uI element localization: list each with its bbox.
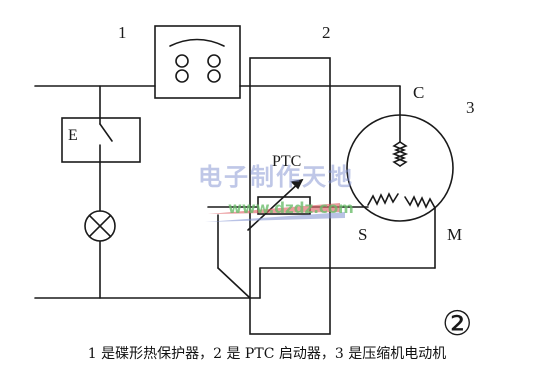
lamp-icon [84,210,116,242]
label-switch-e: E [68,127,78,144]
label-terminal-m: M [447,225,462,244]
label-component-1: 1 [118,23,127,42]
label-terminal-s: S [358,225,367,244]
switch-contact [99,123,113,142]
label-component-3: 3 [466,98,475,117]
watermark: 电子制作天地 www.dzdz.com [198,163,354,222]
label-ptc: PTC [272,153,301,170]
watermark-title: 电子制作天地 [198,163,354,191]
winding-m [404,195,436,209]
ptc-arrow [247,179,303,231]
label-terminal-c: C [413,83,424,102]
figure-caption: 1 是碟形热保护器，2 是 PTC 启动器，3 是压缩机电动机 [87,346,447,362]
lamp-branch [61,85,141,299]
winding-s [367,192,399,206]
main-wires [34,85,401,299]
watermark-url: www.dzdz.com [228,199,354,217]
ptc-starter [247,57,331,335]
door-switch-box [61,117,141,163]
compressor-motor [346,114,454,222]
bimetal-disc [169,38,225,47]
thermal-protector [154,25,241,99]
label-component-2: 2 [322,23,331,42]
figure-number: ② [442,306,472,343]
